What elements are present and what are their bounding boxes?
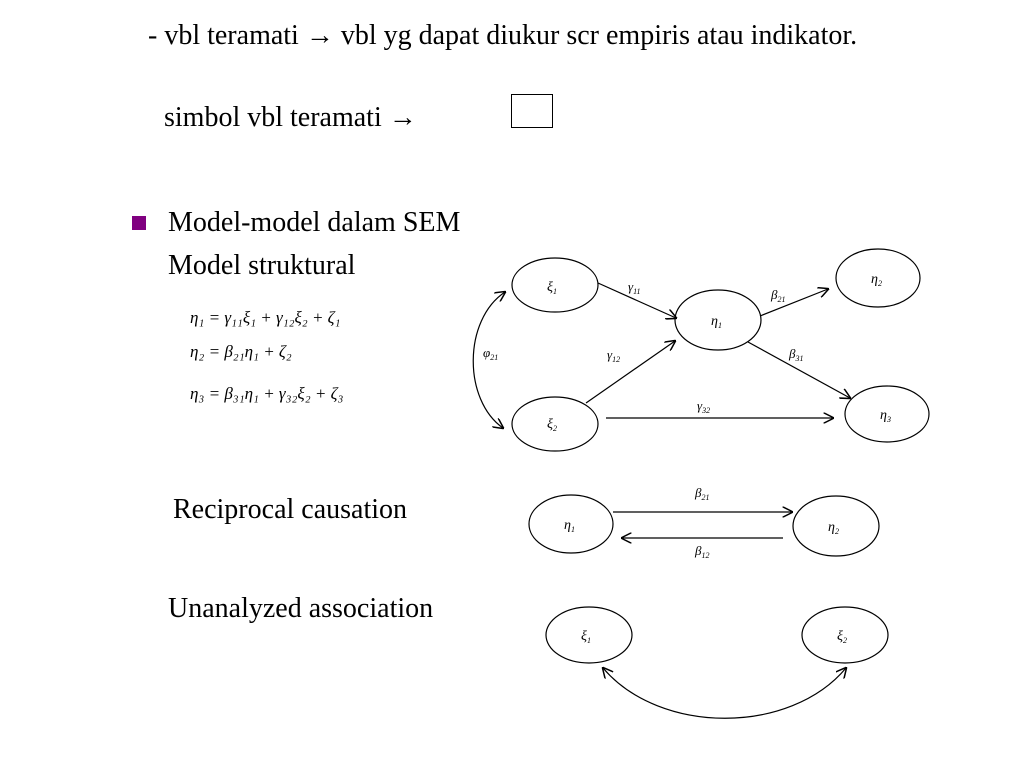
edge-label-phi21: φ21 [483,345,498,362]
node-xi2 [511,396,599,452]
header-line-2: simbol vbl teramati → [164,102,417,133]
edge-eta1-eta2 [759,289,828,317]
equation-3: η₃ = β₃₁η₁ + γ₃₂ξ₂ + ζ₃ [190,384,344,403]
edge-eta1-eta3 [747,341,850,398]
reciprocal-node-eta1-label: η1 [564,518,575,534]
edge-label-b21: β21 [770,287,785,304]
reciprocal-node-eta1 [528,494,614,554]
reciprocal-edge-label-b12: β12 [694,543,709,560]
reciprocal-node-eta2 [792,495,880,557]
equation-2: η₂ = β₂₁η₁ + ζ₂ [190,342,292,361]
node-eta1-label: η1 [711,314,722,330]
edge-xi1-eta1 [597,282,676,318]
observed-variable-box-symbol [511,94,553,128]
reciprocal-node-eta2-label: η2 [828,520,839,536]
unanalyzed-node-xi1 [545,606,633,664]
reciprocal-causation-label: Reciprocal causation [173,494,408,525]
node-eta2 [835,248,921,308]
equation-1: η₁ = γ₁₁ξ₁ + γ₁₂ξ₂ + ζ₁ [190,308,341,327]
node-xi1-label: ξ1 [547,280,557,296]
section-title: Model-model dalam SEM [168,207,461,238]
section-subtitle: Model struktural [168,250,356,281]
unanalyzed-edge-xi1-xi2-curve [603,668,846,719]
node-eta1 [674,289,762,351]
node-xi2-label: ξ2 [547,417,557,433]
node-eta3-label: η3 [880,408,891,424]
reciprocal-edge-label-b21: β21 [694,485,709,502]
header-line-1: - vbl teramati → vbl yg dapat diukur scr… [148,20,858,51]
node-xi1 [511,257,599,313]
unanalyzed-association-label: Unanalyzed association [168,593,434,624]
edge-label-g32: γ32 [697,398,710,415]
edge-label-g11: γ11 [628,279,641,296]
node-eta2-label: η2 [871,272,882,288]
unanalyzed-node-xi2-label: ξ2 [837,629,847,645]
unanalyzed-node-xi1-label: ξ1 [581,629,591,645]
node-eta3 [844,385,930,443]
edge-label-b31: β31 [788,346,803,363]
unanalyzed-node-xi2 [801,606,889,664]
edge-label-g12: γ12 [607,347,620,364]
edge-xi2-eta1 [585,341,675,404]
edge-xi1-xi2-covariance [472,292,505,428]
bullet-square-icon [132,216,146,230]
